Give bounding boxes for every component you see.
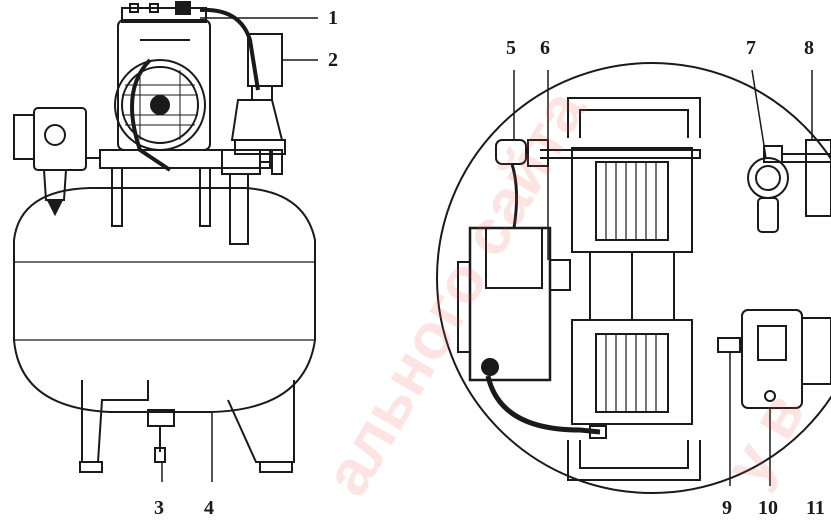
callout-3: 3 [154,497,164,519]
callout-6: 6 [540,37,550,59]
callout-10: 10 [758,497,778,519]
tank-leg-left [81,380,149,463]
leader-7 [751,69,767,159]
callout-4: 4 [204,497,214,519]
frame-leg-right [199,168,211,227]
callout-2: 2 [328,49,338,71]
callout-5: 5 [506,37,516,59]
callout-9: 9 [722,497,732,519]
foot-left [79,461,103,473]
cylinder-head-bottom [571,319,693,425]
check-valve [495,139,527,165]
pressure-gauge [747,157,789,199]
base-plate [99,149,271,169]
detail-circle [436,62,831,494]
side-view [13,1,318,482]
air-tank [13,187,316,413]
cylinder-head-top [571,147,693,253]
callout-1: 1 [328,7,338,29]
filter-regulator [33,107,87,171]
frame-leg-left [111,168,123,227]
cooling-fan [114,59,206,151]
watermark: ального сайта [310,77,600,507]
pressure-switch [230,99,284,141]
handle-top [567,97,701,138]
foot-right [259,461,293,473]
callout-8: 8 [804,37,814,59]
handle-bottom [567,440,701,481]
callout-11: 11 [806,497,825,519]
callout-7: 7 [746,37,756,59]
top-view [436,62,831,494]
